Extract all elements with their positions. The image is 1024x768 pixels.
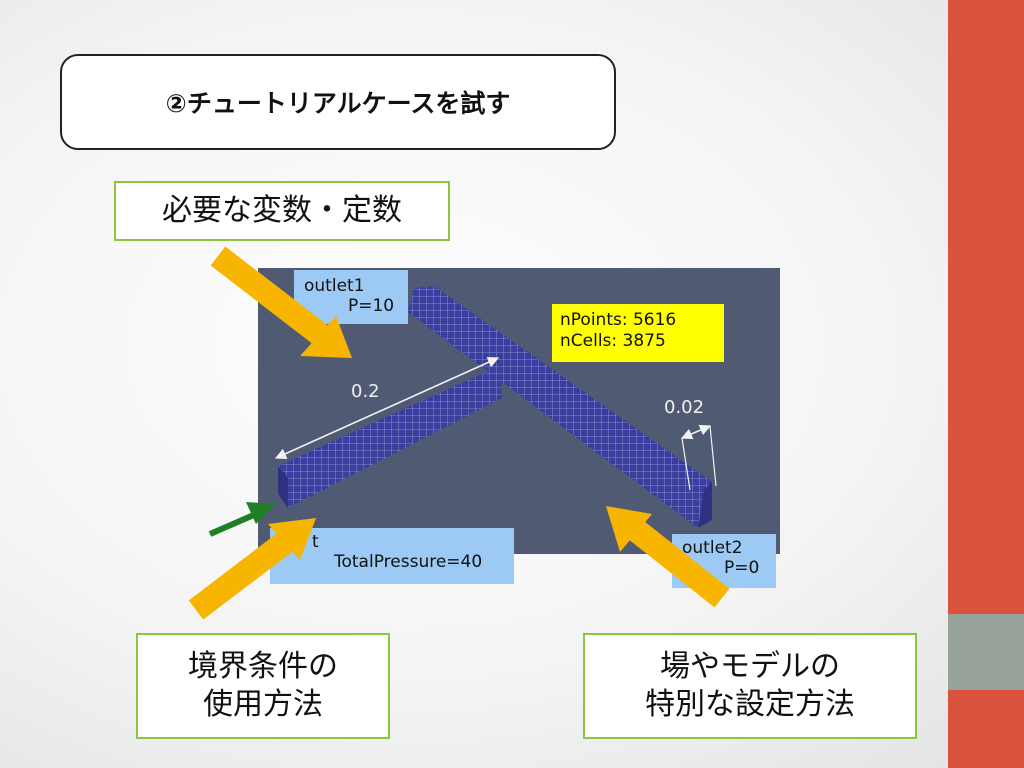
label-fields-line1: 場やモデルの xyxy=(660,648,840,684)
outlet1-name: outlet1 xyxy=(304,276,365,296)
label-boundary-line2: 使用方法 xyxy=(203,687,323,722)
inlet-name: t xyxy=(312,532,319,552)
outlet2-value: P=0 xyxy=(724,558,760,578)
outlet2-name: outlet2 xyxy=(682,538,743,558)
label-field-settings: 場やモデルの 特別な設定方法 xyxy=(583,633,917,739)
dimension-length: 0.2 xyxy=(351,381,380,402)
main-pipe xyxy=(408,286,712,528)
outlet1-value: P=10 xyxy=(348,296,395,316)
label-variables-text: 必要な変数・定数 xyxy=(162,192,402,228)
label-fields-line2: 特別な設定方法 xyxy=(645,687,855,722)
outlet2-tag: outlet2 P=0 xyxy=(672,534,776,588)
side-accent-band xyxy=(948,614,1024,690)
n-cells: nCells: 3875 xyxy=(560,331,666,351)
outlet1-tag: outlet1 P=10 xyxy=(294,270,408,324)
label-boundary-conditions: 境界条件の 使用方法 xyxy=(136,633,390,739)
label-variables: 必要な変数・定数 xyxy=(114,181,450,241)
dimension-width: 0.02 xyxy=(664,397,705,418)
slide-title: ②チュートリアルケースを試す xyxy=(60,54,616,150)
inlet-value: TotalPressure=40 xyxy=(334,552,483,572)
side-accent-bar xyxy=(948,0,1024,768)
horizontal-pipe xyxy=(278,372,502,508)
inlet-tag: t TotalPressure=40 xyxy=(270,528,514,584)
n-points: nPoints: 5616 xyxy=(560,310,677,330)
mesh-stats: nPoints: 5616 nCells: 3875 xyxy=(552,304,724,362)
label-boundary-line1: 境界条件の xyxy=(188,648,338,684)
